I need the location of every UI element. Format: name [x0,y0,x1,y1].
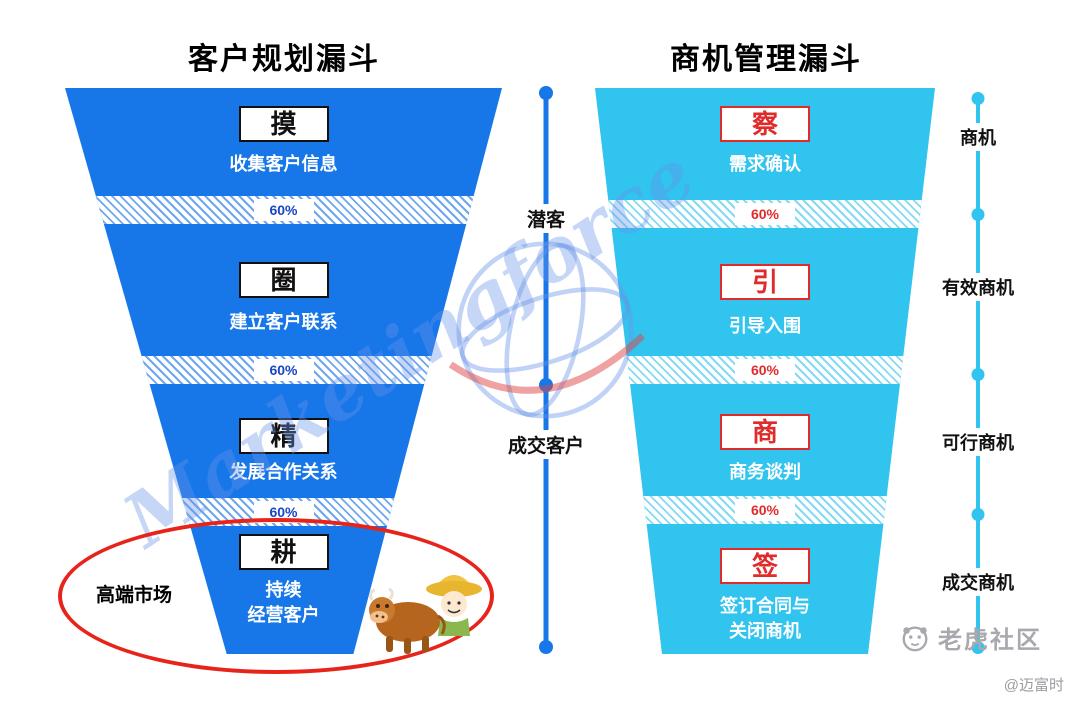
timeline-dot [971,368,985,381]
conversion-band: 60% [65,196,502,224]
timeline-dot [971,508,985,521]
community-name: 老虎社区 [938,627,1042,654]
stage-desc-sign-close: 签订合同与 关闭商机 [720,596,810,642]
community-badge: 老虎社区 [900,620,1042,655]
conversion-rate: 60% [253,199,314,221]
conversion-rate: 60% [734,359,796,381]
timeline-dot [539,86,553,100]
timeline-label-closed-opportunity: 成交商机 [937,568,1019,596]
right-funnel-title: 商机管理漏斗 [670,43,862,76]
timeline-label-opportunity: 商机 [955,123,1001,151]
conversion-rate: 60% [734,499,796,521]
author-credit: @迈富时 [1003,677,1064,694]
timeline-label-closed-customer: 成交客户 [502,430,590,459]
stage-key-qian: 签 [720,548,810,584]
stage-desc-business-negotiation: 商务谈判 [729,462,801,482]
conversion-rate: 60% [734,203,796,225]
stage-desc-confirm-demand: 需求确认 [729,154,801,174]
timeline-dot [539,378,553,392]
highend-market-ellipse [58,518,494,674]
stage-desc-collect-info: 收集客户信息 [229,154,338,174]
highend-market-label: 高端市场 [96,585,173,606]
stage-key-cha: 察 [720,106,810,142]
stage-key-quan: 圈 [238,262,329,298]
timeline-dot [971,641,985,654]
stage-key-shang: 商 [720,414,810,450]
stage-key-yin: 引 [720,264,810,300]
timeline-dot [971,92,985,105]
timeline-label-valid-opportunity: 有效商机 [937,273,1019,301]
timeline-dot [539,640,553,654]
opportunity-stage-timeline [971,92,985,654]
left-funnel-title: 客户规划漏斗 [188,43,380,76]
tiger-logo-icon [902,626,928,651]
conversion-band: 60% [65,356,502,384]
stage-desc-develop-cooperation: 发展合作关系 [229,462,338,482]
stage-key-mo: 摸 [238,106,329,142]
conversion-band: 60% [595,496,935,524]
timeline-label-prospect: 潜客 [521,204,571,233]
farmer-cow-illustration [369,575,482,654]
opportunity-management-funnel: 60% 60% 60% 察 需求确认 引 引导入围 商 商务谈判 签 签订合同与… [595,88,935,654]
customer-stage-timeline [539,86,553,654]
timeline-dot [971,208,985,221]
conversion-band: 60% [595,356,935,384]
conversion-rate: 60% [253,359,314,381]
conversion-band: 60% [595,200,935,228]
timeline-label-feasible-opportunity: 可行商机 [937,428,1019,456]
stage-key-jing: 精 [238,418,329,454]
stage-desc-build-contact: 建立客户联系 [229,312,338,332]
timeline-line [543,93,549,647]
stage-desc-guide-shortlist: 引导入围 [729,316,801,336]
